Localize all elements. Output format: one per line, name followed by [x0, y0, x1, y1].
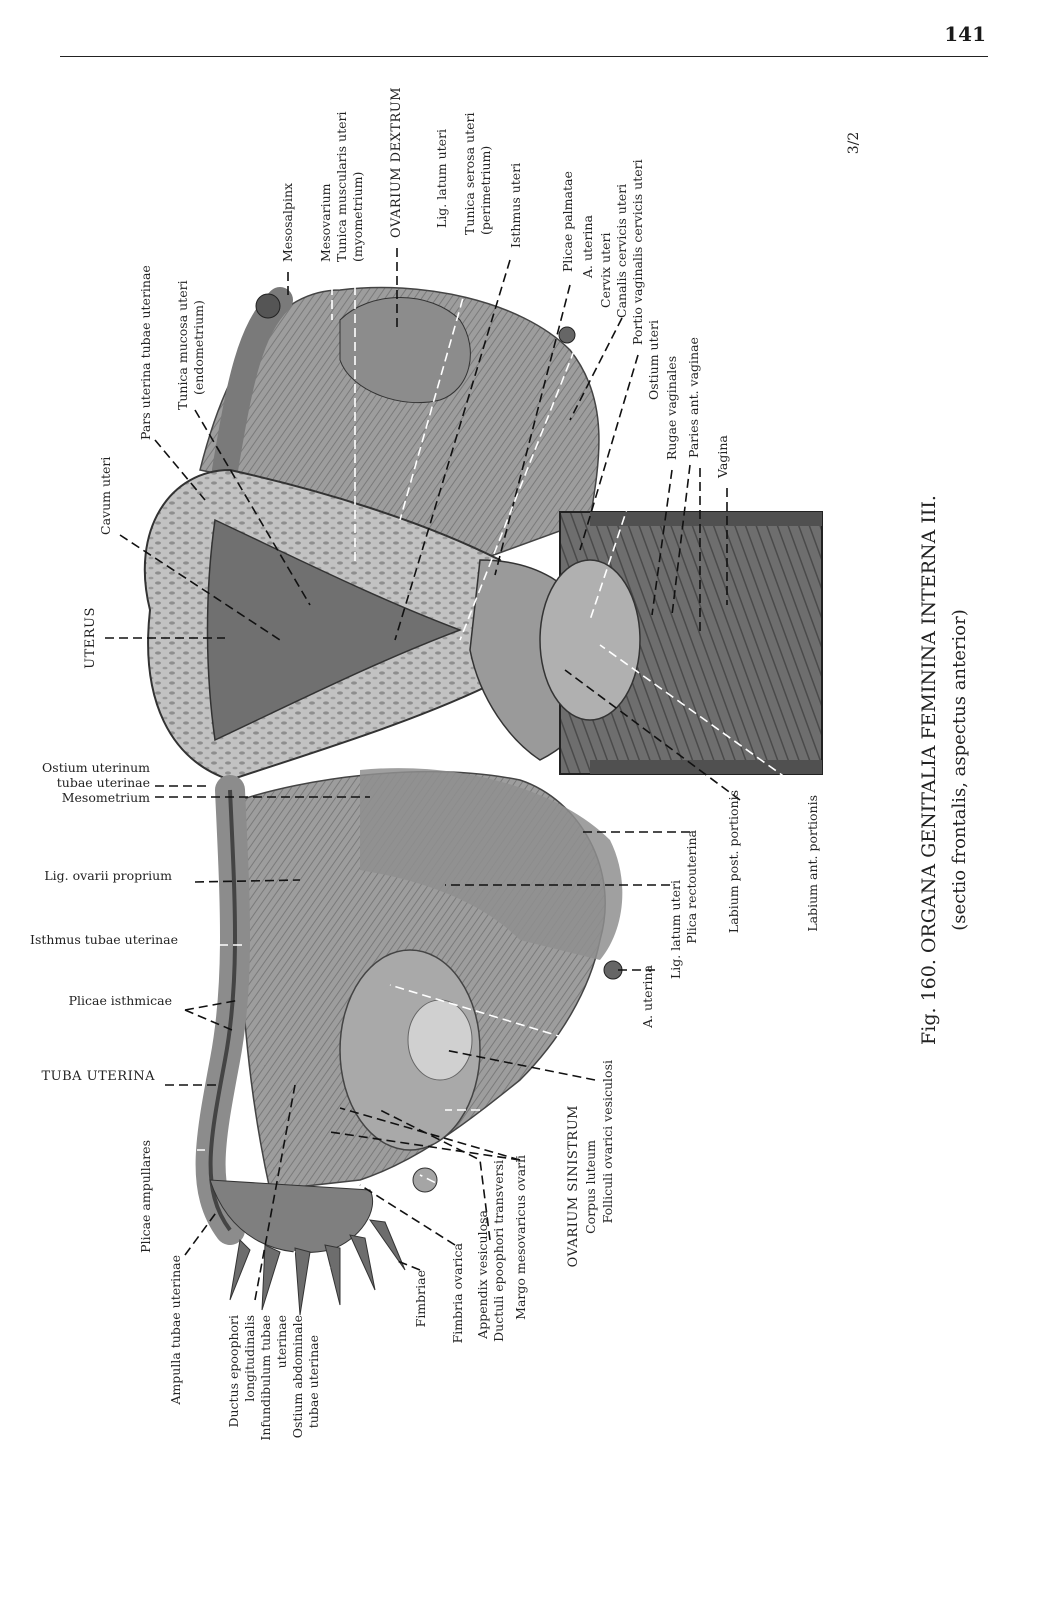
vagina-wall-bottom: [590, 760, 822, 774]
label-ostium-uterinum: Ostium uterinum: [42, 760, 150, 775]
scale-label: 3/2: [846, 132, 862, 155]
label-lig-latum-uteri-bottom: Lig. latum uteri: [668, 880, 683, 979]
vagina-wall-top: [590, 512, 822, 526]
corpus-luteum-shape: [407, 999, 473, 1081]
label-longitudinalis: longitudinalis: [242, 1315, 257, 1402]
label-tuba-uterina: TUBA UTERINA: [41, 1069, 155, 1084]
tuba-right-lumen: [255, 293, 281, 319]
label-a-uterina-top: A. uterina: [580, 215, 595, 279]
label-appendix-vesiculosa: Appendix vesiculosa: [475, 1209, 490, 1339]
label-infundibulum-tubae: Infundibulum tubae: [258, 1315, 273, 1441]
label-ampulla-tubae: Ampulla tubae uterinae: [168, 1255, 183, 1406]
label-myometrium: (myometrium): [350, 172, 365, 262]
label-tubae-uterinae-2: tubae uterinae: [306, 1335, 321, 1428]
page-number: 141: [944, 22, 986, 46]
appendix-vesiculosa-shape: [412, 1167, 438, 1193]
label-portio-vaginalis: Portio vaginalis cervicis uteri: [630, 159, 645, 345]
caption-subtitle: (sectio frontalis, aspectus anterior): [949, 609, 970, 930]
label-cervix-uteri: Cervix uteri: [598, 233, 613, 308]
label-folliculi-ovarici: Folliculi ovarici vesiculosi: [600, 1060, 615, 1223]
label-ovarium-dextrum: OVARIUM DEXTRUM: [389, 87, 404, 238]
label-uterus: UTERUS: [83, 607, 98, 669]
portio-shape: [539, 559, 641, 721]
label-ostium-uteri: Ostium uteri: [646, 320, 661, 400]
label-lig-latum-uteri-top: Lig. latum uteri: [434, 129, 449, 228]
label-lig-ovarii-proprium: Lig. ovarii proprium: [44, 868, 172, 883]
label-cavum-uteri: Cavum uteri: [98, 457, 113, 535]
label-plicae-isthmicae: Plicae isthmicae: [69, 993, 172, 1008]
label-mesometrium: Mesometrium: [62, 790, 150, 805]
label-ductuli-epoophori: Ductuli epoophori transversi: [491, 1160, 506, 1342]
label-ductus-epoophori: Ductus epoophori: [226, 1315, 241, 1428]
label-a-uterina-bottom: A. uterina: [640, 964, 655, 1028]
a-uterina-right-shape: [558, 326, 576, 344]
label-mesovarium: Mesovarium: [318, 183, 333, 262]
label-plica-rectouterina: Plica rectouterina: [684, 829, 699, 943]
labels-top: Cavum uteri Pars uterina tubae uterinae …: [98, 87, 730, 535]
label-labium-post: Labium post. portionis: [726, 790, 741, 933]
label-isthmus-uteri: Isthmus uteri: [508, 163, 523, 248]
label-plicae-palmatae: Plicae palmatae: [560, 171, 575, 272]
label-uterinae-infundibulum: uterinae: [274, 1315, 289, 1368]
fimbriae-shapes: [229, 1219, 406, 1316]
label-tunica-serosa: Tunica serosa uteri: [462, 113, 477, 235]
label-pars-uterina: Pars uterina tubae uterinae: [138, 265, 153, 440]
label-isthmus-tubae: Isthmus tubae uterinae: [30, 932, 178, 947]
label-fimbriae: Fimbriae: [413, 1270, 428, 1327]
label-tubae-uterinae-1: tubae uterinae: [57, 775, 150, 790]
label-canalis-cervicis: Canalis cervicis uteri: [614, 184, 629, 318]
label-perimetrium: (perimetrium): [478, 146, 493, 235]
label-tunica-muscularis: Tunica muscularis uteri: [334, 112, 349, 263]
caption-title: Fig. 160. ORGANA GENITALIA FEMININA INTE…: [918, 495, 940, 1045]
label-rugae-vaginales: Rugae vaginales: [664, 356, 679, 460]
label-ostium-abdominale: Ostium abdominale: [290, 1315, 305, 1438]
rectouterine-fold: [360, 768, 623, 960]
labels-left: UTERUS Ostium uterinum tubae uterinae Me…: [30, 607, 178, 1253]
label-vagina: Vagina: [715, 435, 730, 479]
label-margo-mesovaricus: Margo mesovaricus ovarii: [513, 1155, 528, 1320]
label-mesosalpinx: Mesosalpinx: [280, 183, 295, 262]
label-plicae-ampullares: Plicae ampullares: [138, 1140, 153, 1253]
label-labium-ant: Labium ant. portionis: [805, 795, 820, 932]
label-corpus-luteum: Corpus luteum: [583, 1140, 598, 1234]
header-rule: [60, 56, 988, 57]
labels-bottom: Ampulla tubae uterinae Ductus epoophori …: [168, 790, 820, 1441]
label-fimbria-ovarica: Fimbria ovarica: [450, 1242, 465, 1343]
label-paries-ant-vaginae: Paries ant. vaginae: [686, 337, 701, 458]
label-tunica-mucosa: Tunica mucosa uteri: [175, 280, 190, 410]
label-endometrium: (endometrium): [191, 300, 206, 395]
label-ovarium-sinistrum: OVARIUM SINISTRUM: [566, 1105, 581, 1267]
cavum-uteri-shape: [206, 518, 463, 742]
leader-lines: [105, 238, 811, 1331]
